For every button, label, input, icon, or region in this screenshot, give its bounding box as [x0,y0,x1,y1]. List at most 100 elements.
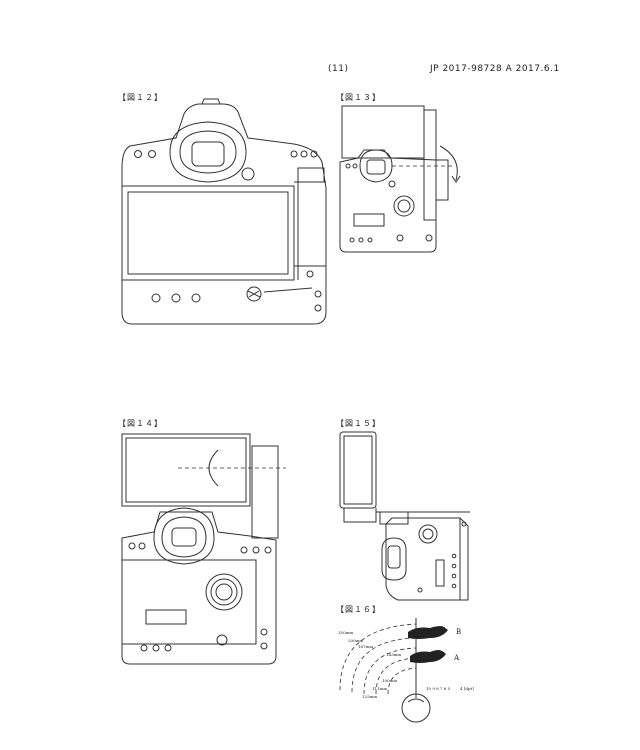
button-1 [141,645,147,651]
button-hinge [307,271,313,277]
monitor-hinge [294,182,326,280]
mode-dial-inner [423,529,433,539]
button-top [462,522,466,526]
control-dial [394,196,414,216]
side-panel [436,160,448,200]
distance-label-3: 167mm [358,644,373,649]
figure-label-12: 【図１２】 [118,93,163,102]
side-monitor [340,432,376,508]
label-a: A [453,654,460,662]
button-4 [426,235,432,241]
hand-b [408,626,448,639]
figure-12-drawing [118,98,333,328]
button-a [346,164,350,168]
camera-body-outline [340,150,436,252]
multi-controller [247,287,261,301]
diopter-knob [242,168,254,180]
button-3 [165,645,171,651]
distance-label-5: 100mm [382,678,397,683]
figure-15-drawing [336,430,476,605]
viewfinder-eyecup-inner [162,517,206,557]
mode-dial [419,525,437,543]
control-dial [206,574,242,610]
strap-line [264,288,312,292]
camera-body-outline [122,99,326,324]
lcd-panel [146,610,186,624]
button-d [253,547,259,553]
rotation-arrow [440,146,457,180]
button-3 [368,238,372,242]
button-c [241,547,247,553]
indicator-4 [452,584,456,588]
figure-16-drawing: B A 350mm 200mm 167mm 143mm 100mm 111mm … [338,612,474,724]
indicator-5 [418,588,422,592]
viewfinder-eyecup [154,508,214,564]
viewfinder-eyecup [170,122,246,182]
page-number: (11) [328,64,349,74]
monitor-hinge [344,508,376,522]
button-af-on [311,151,317,157]
figure-label-15: 【図１５】 [336,419,381,428]
viewfinder-window [172,528,196,546]
side-monitor-screen [344,436,372,504]
distance-label-1: 350mm [338,630,353,635]
button-2 [153,645,159,651]
rear-monitor [122,186,294,280]
button-ae [301,151,307,157]
camera-body-outline [122,512,276,664]
button-1 [152,294,160,302]
indicator-3 [452,574,456,578]
side-panel [298,168,324,182]
button-3 [192,294,200,302]
button-4 [261,629,267,635]
body-back-panel [122,560,256,644]
button-menu [135,151,142,158]
button-2 [172,294,180,302]
camera-body-outline [386,518,460,600]
indicator-2 [452,564,456,568]
button-a [129,543,135,549]
diopter-scale-ticks: 10 9 8 7 6 5 [426,686,451,691]
viewfinder-eyecup [382,538,406,580]
button-af [291,151,297,157]
viewfinder-window [367,160,385,174]
indicator-1 [452,554,456,558]
button-1 [350,238,354,242]
monitor-arm [424,110,436,220]
button-2 [359,238,363,242]
distance-arcs [340,624,416,694]
button-4 [315,291,321,297]
figure-label-13: 【図１３】 [336,93,381,102]
distance-label-7: 125mm [362,694,377,699]
grip-edge [460,518,468,600]
button-5 [315,305,321,311]
label-b: B [456,628,461,636]
multi-controller [397,235,403,241]
side-port [436,560,444,586]
multi-controller [217,635,227,645]
monitor-arm [252,446,278,538]
rotation-arc [209,450,218,486]
diopter-knob [389,181,395,187]
publication-number: JP 2017-98728 A 2017.6.1 [430,64,560,74]
button-e [265,547,271,553]
figure-label-16: 【図１６】 [336,605,381,614]
figure-13-drawing [336,100,466,255]
lcd-panel [354,214,384,226]
hand-a [410,650,446,663]
figure-label-14: 【図１４】 [118,419,163,428]
diopter-scale-end: 4 [dpt] [460,686,474,691]
distance-label-2: 200mm [348,638,363,643]
distance-label-6: 111mm [372,686,387,691]
control-dial-inner [398,200,410,212]
distance-label-4: 143mm [386,652,401,657]
button-5 [261,643,267,649]
button-b [139,543,145,549]
eye-head [402,694,430,722]
flipped-monitor [122,434,250,506]
figure-14-drawing [118,428,293,668]
rotation-arrow-head [452,176,460,182]
button-info [149,151,156,158]
viewfinder-window [388,546,400,568]
button-b [353,164,357,168]
